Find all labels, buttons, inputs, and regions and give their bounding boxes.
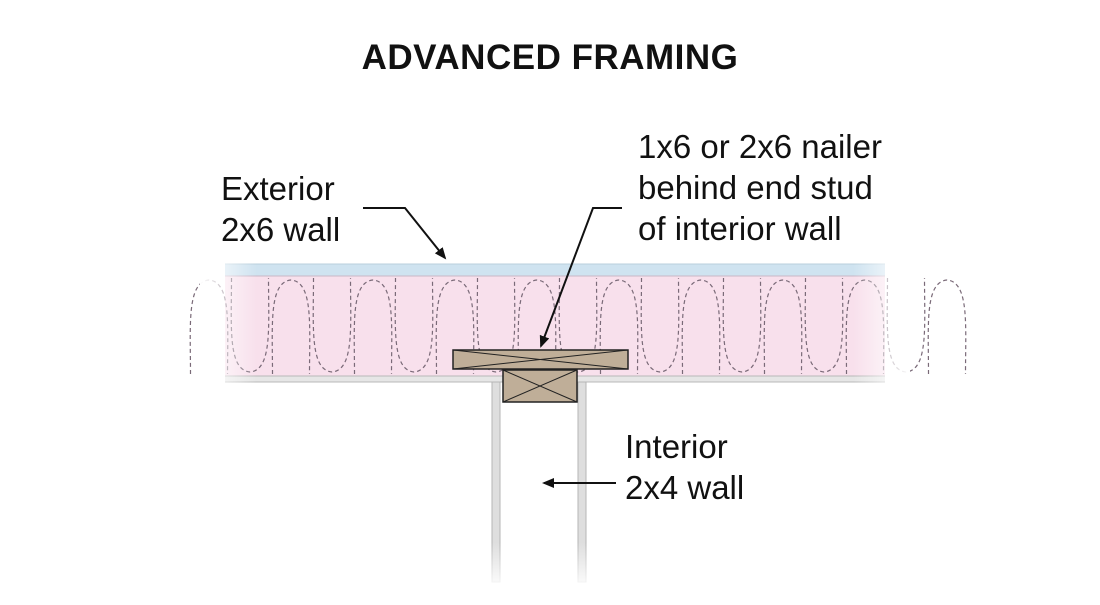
nailer-leader [539,207,622,348]
insulation-loop [927,279,967,375]
diagram-title: ADVANCED FRAMING [361,38,739,77]
exterior-wall-label-line: 2x6 wall [221,211,341,248]
exterior-wall-label: Exterior 2x6 wall [221,168,340,250]
interior-wall-label-line: 2x4 wall [625,469,745,506]
bottom-fade [485,400,595,590]
exterior-wall-label-line: Exterior [221,170,335,207]
nailer-label: 1x6 or 2x6 nailer behind end stud of int… [638,126,882,249]
interior-wall-label: Interior 2x4 wall [625,426,744,508]
edge-fade [200,255,910,390]
nailer-label-line: 1x6 or 2x6 nailer [638,128,882,165]
exterior-wall-leader [363,207,447,260]
nailer-label-line: behind end stud [638,169,873,206]
interior-wall-label-line: Interior [625,428,728,465]
nailer-label-line: of interior wall [638,210,842,247]
